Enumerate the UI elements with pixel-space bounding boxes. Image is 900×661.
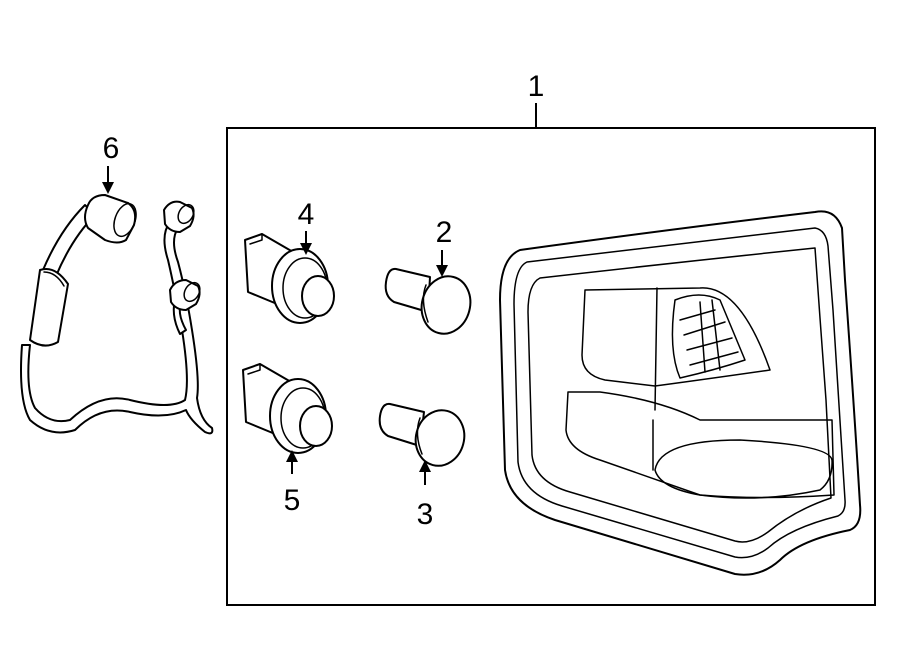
bulb-3-glass-edge xyxy=(416,417,423,455)
socket-5[interactable] xyxy=(242,363,333,454)
callout-1[interactable]: 1 xyxy=(528,70,545,128)
socket-5-connector-edge xyxy=(247,363,261,375)
callout-4-arrowhead xyxy=(300,243,312,255)
lamp-reflector-outline xyxy=(527,247,832,543)
lamp-upper-divider xyxy=(654,287,658,411)
bulb-2[interactable] xyxy=(384,267,477,339)
callout-4[interactable]: 4 xyxy=(298,198,315,255)
callout-6[interactable]: 6 xyxy=(102,132,119,194)
callout-5-arrowhead xyxy=(286,450,298,462)
socket-4-connector-edge xyxy=(249,233,263,245)
bulb-2-glass-edge xyxy=(422,284,429,323)
callout-6-arrowhead xyxy=(102,182,114,194)
lamp-bulb-cavity xyxy=(671,294,746,379)
wiring-harness[interactable] xyxy=(20,194,214,435)
lamp-upper-chamber xyxy=(581,287,771,387)
bulb-3[interactable] xyxy=(378,402,471,471)
harness-plug-main xyxy=(84,194,137,244)
socket-4[interactable] xyxy=(244,233,335,324)
lamp-reflector-ribs xyxy=(679,299,739,373)
socket-5-bulb xyxy=(299,405,333,447)
callout-4-label: 4 xyxy=(298,198,315,231)
callout-3-arrowhead xyxy=(419,460,431,472)
socket-4-bulb xyxy=(301,275,335,317)
callout-6-label: 6 xyxy=(103,132,120,165)
callout-2[interactable]: 2 xyxy=(436,216,453,277)
callout-5[interactable]: 5 xyxy=(284,450,301,517)
bulb-2-base xyxy=(384,267,431,313)
assembly-box xyxy=(226,127,876,606)
callout-5-label: 5 xyxy=(284,484,301,517)
lamp-inner-rim xyxy=(513,227,846,559)
callout-3-label: 3 xyxy=(417,498,434,531)
lamp-lower-chamber xyxy=(565,391,835,499)
lamp-outer-shell xyxy=(499,210,862,576)
callout-1-label: 1 xyxy=(528,70,545,103)
tail-lamp-assembly[interactable] xyxy=(499,210,862,576)
bulb-3-base xyxy=(378,402,425,447)
callout-2-label: 2 xyxy=(436,216,453,249)
callout-3[interactable]: 3 xyxy=(417,460,434,531)
harness-plug-main-face xyxy=(113,202,137,238)
callout-2-arrowhead xyxy=(436,265,448,277)
lamp-lower-bowl xyxy=(654,439,833,499)
harness-plug-small-2-face xyxy=(183,281,201,303)
harness-plug-small-1-face xyxy=(177,203,195,225)
harness-sleeve-edge xyxy=(43,271,65,287)
harness-sleeve xyxy=(29,268,69,347)
